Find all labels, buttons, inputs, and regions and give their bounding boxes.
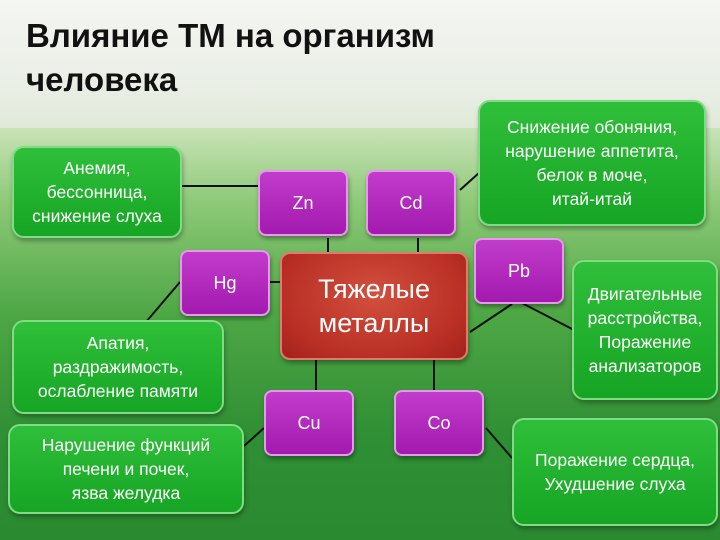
connector-co-effect [485, 427, 513, 459]
effect-text-pb: Двигательные расстройства, Поражение ана… [587, 284, 703, 376]
effect-box-pb: Двигательные расстройства, Поражение ана… [572, 260, 718, 400]
center-label: Тяжелые металлы [318, 274, 430, 338]
metal-label-co: Co [427, 412, 451, 433]
metal-node-cd: Cd [366, 170, 456, 236]
effect-box-cu: Нарушение функций печени и почек, язва ж… [8, 424, 244, 514]
connector-pb-effect [519, 301, 575, 331]
effect-box-zn: Анемия, бессонница, снижение слуха [12, 146, 182, 238]
metal-node-hg: Hg [180, 250, 270, 316]
connector-cu-effect [243, 427, 265, 447]
metal-node-cu: Cu [264, 390, 354, 456]
metal-label-cu: Cu [297, 412, 321, 433]
metal-label-zn: Zn [292, 192, 314, 213]
effect-text-cu: Нарушение функций печени и почек, язва ж… [41, 435, 211, 503]
connector-cd-effect [459, 171, 481, 191]
metal-label-cd: Cd [399, 192, 423, 213]
heavy-metals-center-node: Тяжелые металлы [280, 252, 468, 360]
effect-box-cd: Снижение обоняния, нарушение аппетита, б… [478, 100, 706, 226]
effect-text-zn: Анемия, бессонница, снижение слуха [32, 158, 162, 226]
metal-node-co: Co [394, 390, 484, 456]
metal-label-hg: Hg [213, 272, 237, 293]
effect-box-hg: Апатия, раздражимость, ослабление памяти [12, 320, 224, 414]
connector-pb-center [469, 303, 513, 333]
effect-text-co: Поражение сердца, Ухудшение слуха [535, 450, 695, 494]
slide-title: Влияние ТМ на организм человека [26, 17, 435, 98]
metal-node-zn: Zn [258, 170, 348, 236]
effect-text-cd: Снижение обоняния, нарушение аппетита, б… [505, 117, 679, 209]
connector-hg-effect [145, 281, 181, 323]
metal-node-pb: Pb [474, 238, 564, 304]
effect-box-co: Поражение сердца, Ухудшение слуха [512, 418, 718, 526]
metal-label-pb: Pb [507, 260, 531, 281]
effect-text-hg: Апатия, раздражимость, ослабление памяти [37, 333, 199, 401]
